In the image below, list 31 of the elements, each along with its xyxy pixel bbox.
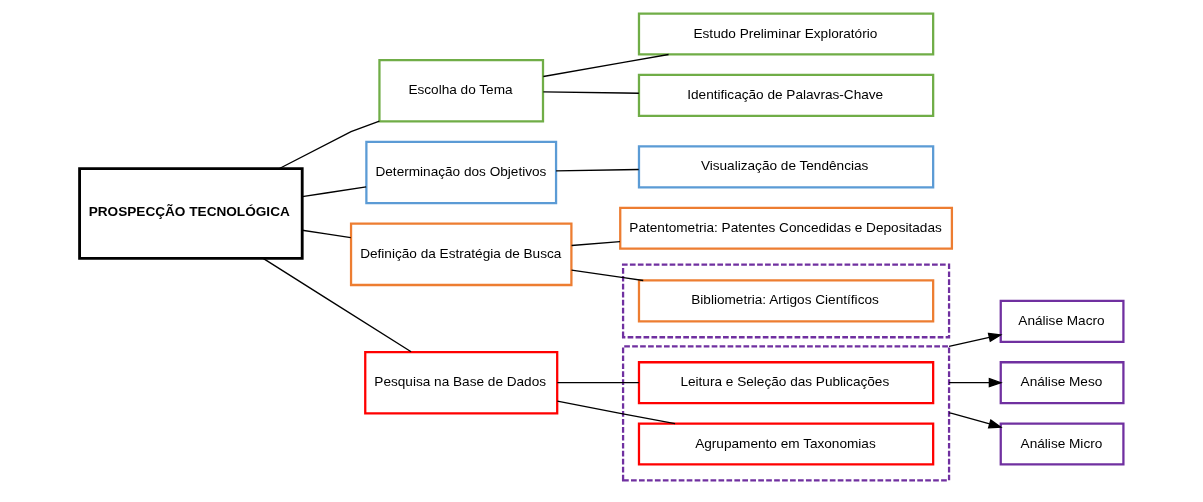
node-box: Agrupamento em Taxonomias bbox=[637, 421, 935, 466]
connector bbox=[301, 185, 367, 197]
arrow bbox=[948, 377, 1003, 388]
node-box: Análise Micro bbox=[999, 421, 1125, 466]
node-box: Escolha do Tema bbox=[378, 58, 545, 123]
node-box: Visualização de Tendências bbox=[637, 144, 935, 188]
node-box: Análise Meso bbox=[999, 360, 1125, 404]
connector bbox=[301, 229, 352, 238]
node-box: Pesquisa na Base de Dados bbox=[364, 350, 559, 414]
node-box: Análise Macro bbox=[999, 299, 1125, 343]
cluster bbox=[621, 344, 951, 481]
node-box: Estudo Preliminar Exploratório bbox=[637, 11, 935, 56]
arrow bbox=[948, 332, 1003, 347]
connector bbox=[556, 399, 676, 424]
cluster bbox=[621, 262, 951, 338]
node-box: Definição da Estratégia de Busca bbox=[349, 222, 573, 286]
node-box: PROSPECÇÃO TECNOLÓGICA bbox=[78, 166, 304, 260]
connector bbox=[570, 268, 644, 281]
connector bbox=[278, 119, 381, 169]
connector bbox=[556, 381, 640, 383]
arrow bbox=[948, 411, 1003, 429]
node-box: Identificação de Palavras-Chave bbox=[637, 73, 935, 117]
connector bbox=[570, 240, 621, 246]
connector bbox=[542, 53, 670, 77]
connector bbox=[542, 90, 640, 94]
connector bbox=[555, 168, 640, 172]
node-box: Bibliometria: Artigos Científicos bbox=[637, 278, 935, 322]
node-box: Determinação dos Objetivos bbox=[365, 140, 558, 204]
node-box: Patentometria: Patentes Concedidas e Depositadas bbox=[619, 206, 954, 250]
node-box: Leitura e Seleção das Publicações bbox=[637, 360, 935, 404]
connector bbox=[262, 257, 412, 352]
